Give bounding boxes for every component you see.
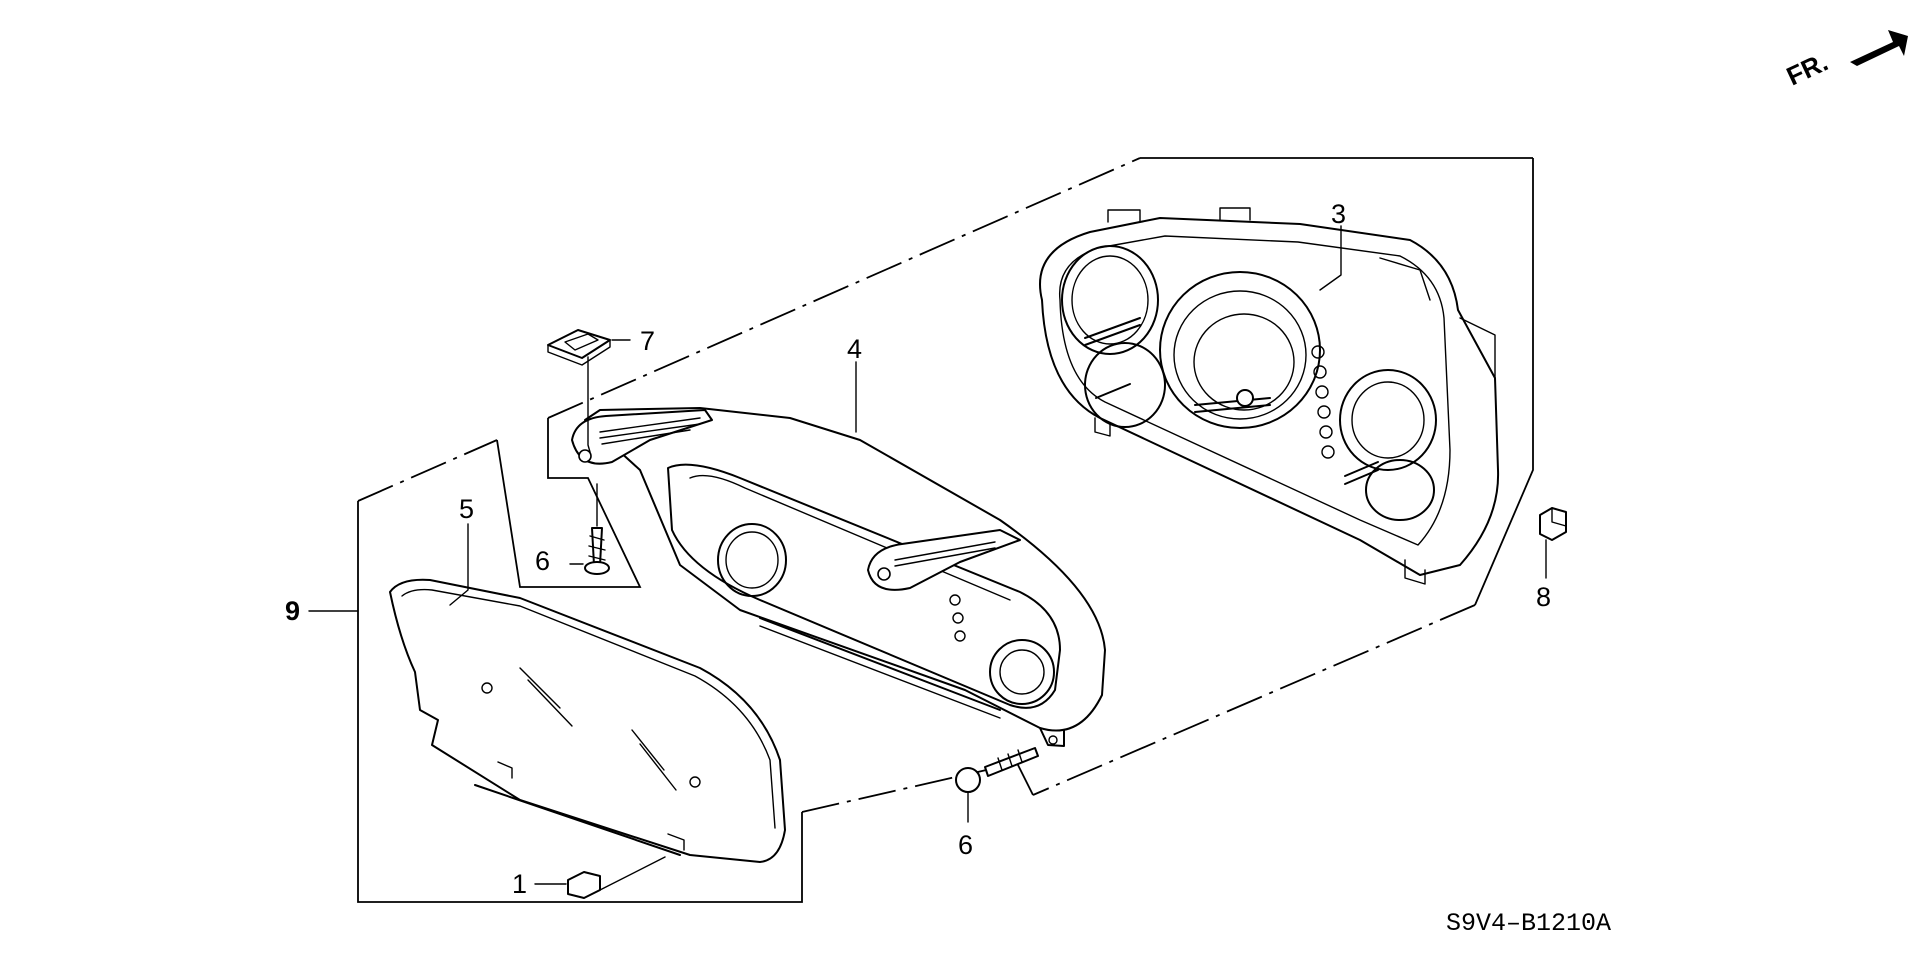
callout-6-lower: 6 — [958, 830, 973, 860]
screw-6-lower — [955, 747, 1039, 793]
front-arrow-icon — [1850, 30, 1908, 66]
clip-1 — [567, 871, 601, 899]
clip-8 — [1539, 507, 1567, 541]
callout-3: 3 — [1331, 199, 1346, 229]
callout-4: 4 — [847, 334, 862, 364]
front-direction-indicator: FR. — [1782, 30, 1908, 91]
screw-6-upper — [584, 527, 610, 575]
diagram-code: S9V4–B1210A — [1446, 909, 1611, 938]
clip-nut-7 — [547, 329, 611, 366]
meter-lens — [389, 578, 786, 863]
callout-5: 5 — [459, 494, 474, 524]
callouts: 3 4 5 6 6 7 8 9 1 — [285, 199, 1551, 899]
callout-9: 9 — [285, 596, 300, 626]
assembly-outline — [357, 157, 1534, 903]
callout-7: 7 — [640, 326, 655, 356]
meter-visor — [571, 407, 1106, 747]
front-label: FR. — [1782, 47, 1833, 92]
callout-8: 8 — [1536, 582, 1551, 612]
meter-assembly — [1039, 207, 1500, 585]
callout-6-upper: 6 — [535, 546, 550, 576]
indicator-lamps — [1311, 345, 1335, 459]
leader-lines — [308, 225, 1547, 891]
callout-1: 1 — [512, 869, 527, 899]
